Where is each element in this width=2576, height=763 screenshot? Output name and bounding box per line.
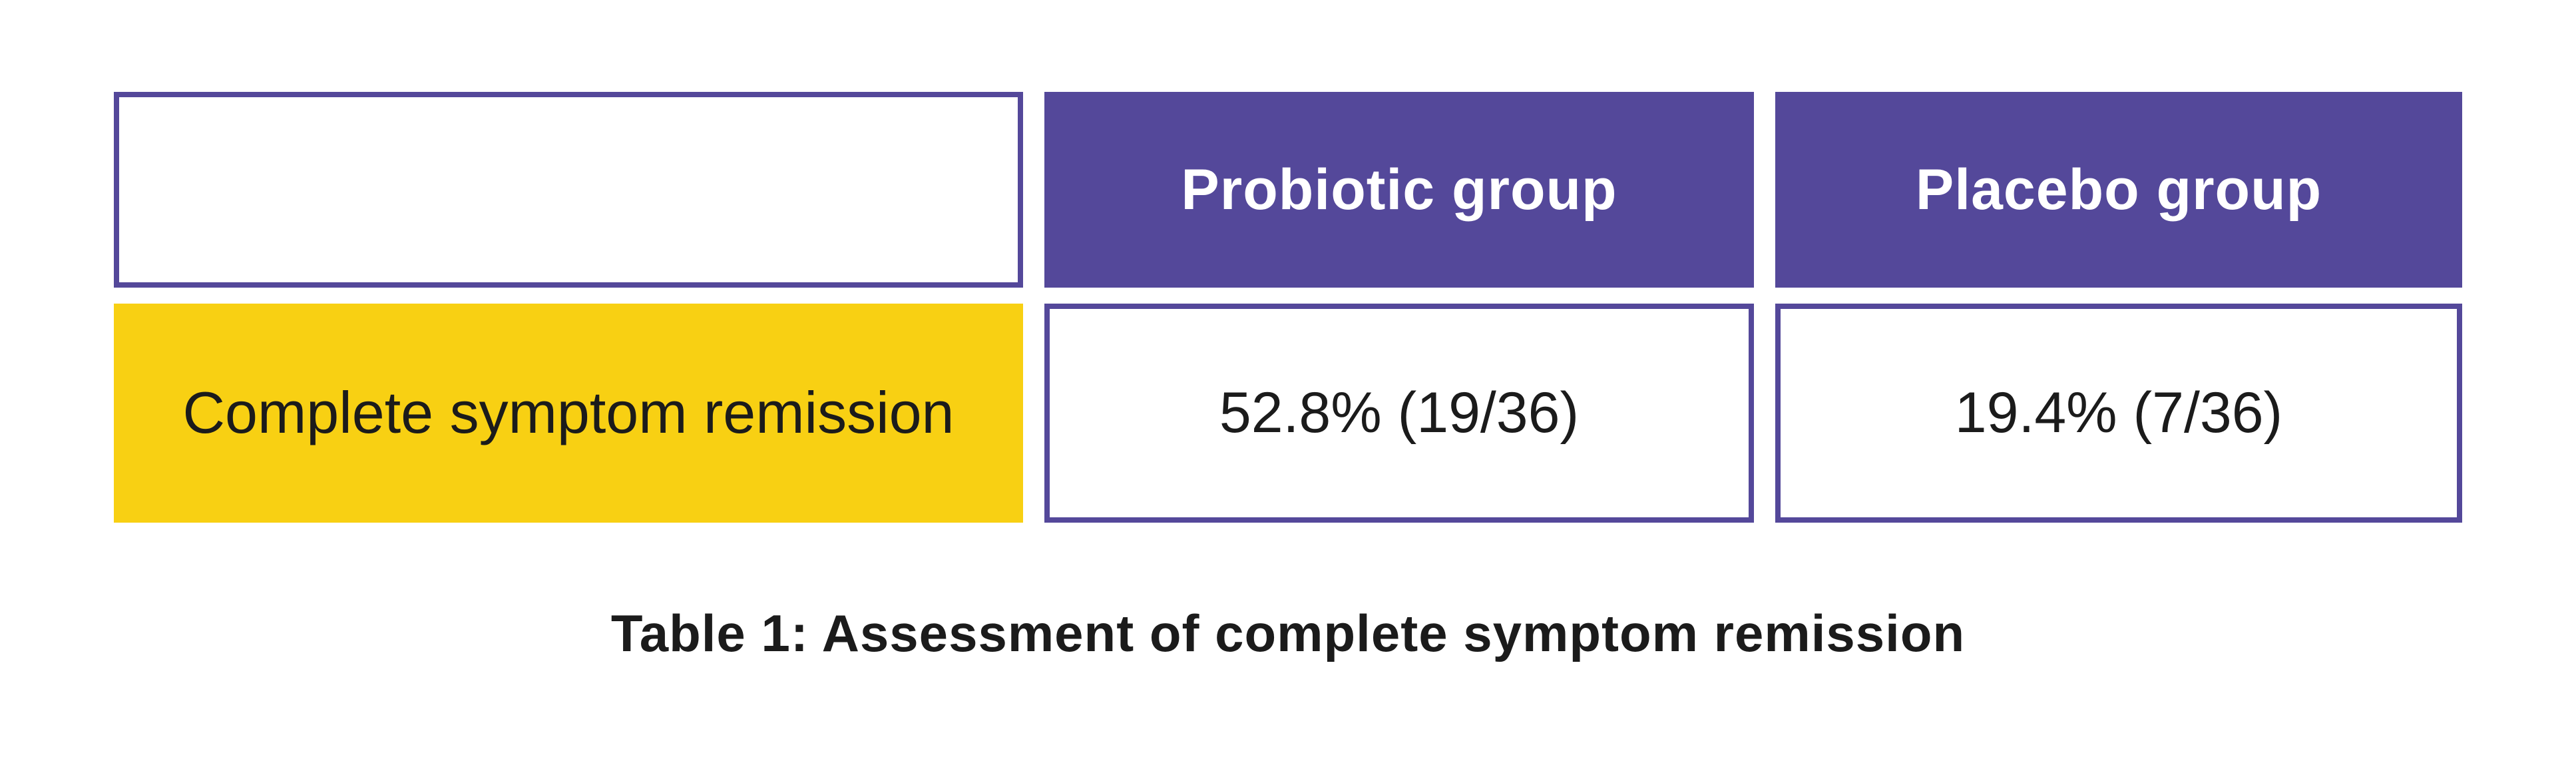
remission-table: Probiotic group Placebo group Complete s…	[114, 92, 2462, 523]
table-caption: Table 1: Assessment of complete symptom …	[610, 604, 1966, 662]
corner-empty-cell	[114, 92, 1023, 288]
value-cell-placebo-group: 19.4% (7/36)	[1775, 304, 2462, 523]
value-cell-probiotic-group: 52.8% (19/36)	[1044, 304, 1754, 523]
row-label-complete-symptom-remission: Complete symptom remission	[114, 304, 1023, 523]
column-header-placebo-group: Placebo group	[1775, 92, 2462, 288]
column-header-probiotic-group: Probiotic group	[1044, 92, 1754, 288]
